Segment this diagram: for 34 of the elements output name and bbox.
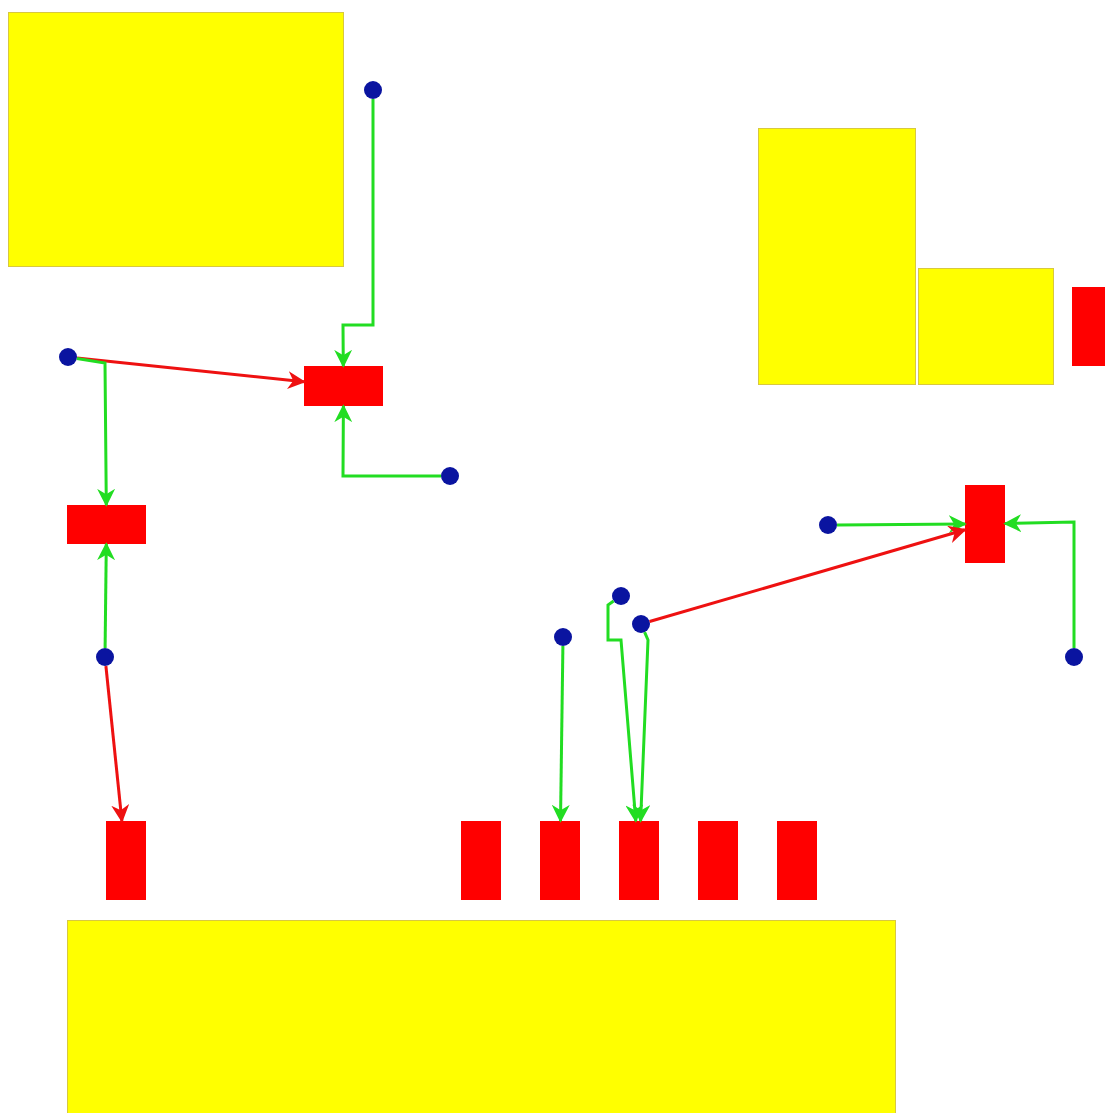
small-block xyxy=(965,485,1005,563)
arrow xyxy=(632,631,651,823)
large-block xyxy=(918,268,1054,385)
small-block xyxy=(106,821,146,900)
small-block xyxy=(698,821,738,900)
dot xyxy=(441,467,459,485)
small-block xyxy=(1072,287,1105,366)
large-block xyxy=(67,920,896,1113)
arrow xyxy=(76,356,306,390)
dot xyxy=(819,516,837,534)
dot xyxy=(96,648,114,666)
dot xyxy=(364,81,382,99)
arrow xyxy=(1003,514,1076,648)
arrow xyxy=(334,404,441,478)
arrow xyxy=(837,515,967,534)
arrow xyxy=(97,542,116,648)
dot xyxy=(1065,648,1083,666)
small-block xyxy=(619,821,659,900)
dot xyxy=(554,628,572,646)
small-block xyxy=(67,505,146,544)
dot xyxy=(632,615,650,633)
large-block xyxy=(758,128,916,385)
arrow xyxy=(76,356,116,507)
arrow xyxy=(551,645,570,823)
dot xyxy=(59,348,77,366)
small-block xyxy=(540,821,580,900)
small-block xyxy=(461,821,501,900)
arrow xyxy=(334,99,375,368)
arrow xyxy=(649,525,967,623)
dot xyxy=(612,587,630,605)
small-block xyxy=(777,821,817,900)
large-block xyxy=(8,12,344,267)
arrow xyxy=(104,665,130,823)
small-block xyxy=(304,366,383,406)
